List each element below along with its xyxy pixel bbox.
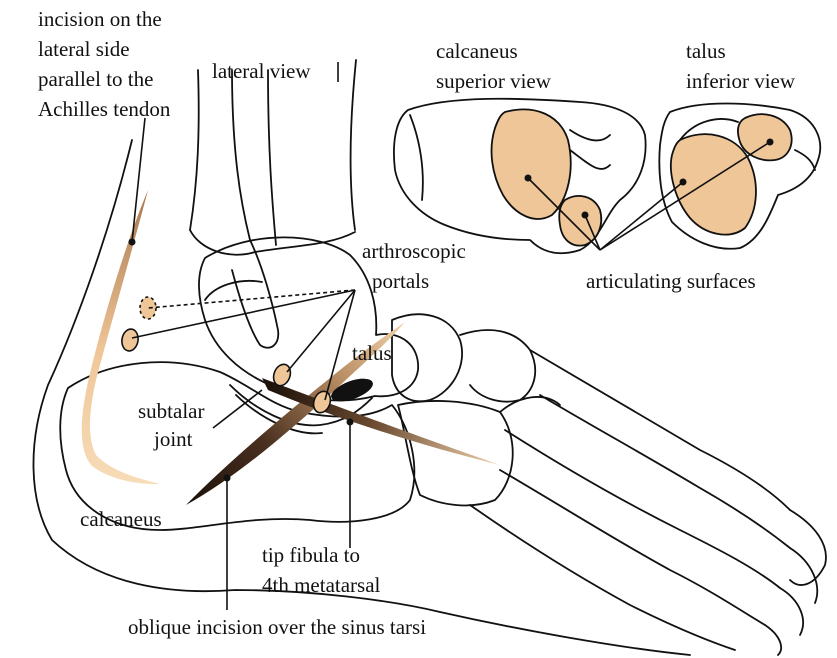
label-arthroscopic-2: portals <box>372 269 429 293</box>
label-arthroscopic-1: arthroscopic <box>362 239 466 263</box>
label-oblique-incision: oblique incision over the sinus tarsi <box>128 615 426 639</box>
talus-inferior-view <box>659 104 820 249</box>
lateral-malleolus <box>232 240 278 348</box>
cuneiforms <box>460 330 560 412</box>
label-achilles-line-4: Achilles tendon <box>38 97 171 121</box>
dot-achilles <box>129 239 136 246</box>
tibia-distal <box>190 230 355 255</box>
label-calcaneus: calcaneus <box>80 507 162 531</box>
portal-posterolateral-dashed <box>140 297 156 319</box>
labels: incision on the lateral side parallel to… <box>38 7 796 639</box>
label-achilles-line-1: incision on the <box>38 7 162 31</box>
dot-tip-fibula <box>347 419 354 426</box>
label-achilles-line-3: parallel to the <box>38 67 153 91</box>
label-subtalar-2: joint <box>153 427 193 451</box>
fibula <box>232 70 276 245</box>
label-achilles-line-2: lateral side <box>38 37 130 61</box>
talus-dome <box>205 281 262 300</box>
calcaneus-superior-view <box>394 99 646 254</box>
portal-posterolateral <box>120 328 140 352</box>
dot-artic-2 <box>582 212 589 219</box>
label-subtalar-1: subtalar <box>138 399 204 423</box>
metatarsal-4 <box>500 470 765 625</box>
label-tip-fibula-2: 4th metatarsal <box>262 573 381 597</box>
label-talus: talus <box>352 341 392 365</box>
leader-portal-1 <box>148 290 355 308</box>
label-talus-inferior-1: talus <box>686 39 726 63</box>
metatarsal-2 <box>540 395 790 548</box>
metatarsal-5 <box>470 505 735 650</box>
dot-artic-1 <box>525 175 532 182</box>
label-articulating-surfaces: articulating surfaces <box>586 269 756 293</box>
dot-artic-4 <box>767 139 774 146</box>
label-tip-fibula-1: tip fibula to <box>262 543 360 567</box>
label-calcaneus-superior-1: calcaneus <box>436 39 518 63</box>
label-calcaneus-superior-2: superior view <box>436 69 552 93</box>
navicular <box>392 314 462 401</box>
label-lateral-view: lateral view <box>212 59 311 83</box>
achilles-incision <box>82 190 160 484</box>
dot-oblique <box>224 475 231 482</box>
label-talus-inferior-2: inferior view <box>686 69 796 93</box>
dot-artic-3 <box>680 179 687 186</box>
metatarsal-1 <box>530 350 790 510</box>
